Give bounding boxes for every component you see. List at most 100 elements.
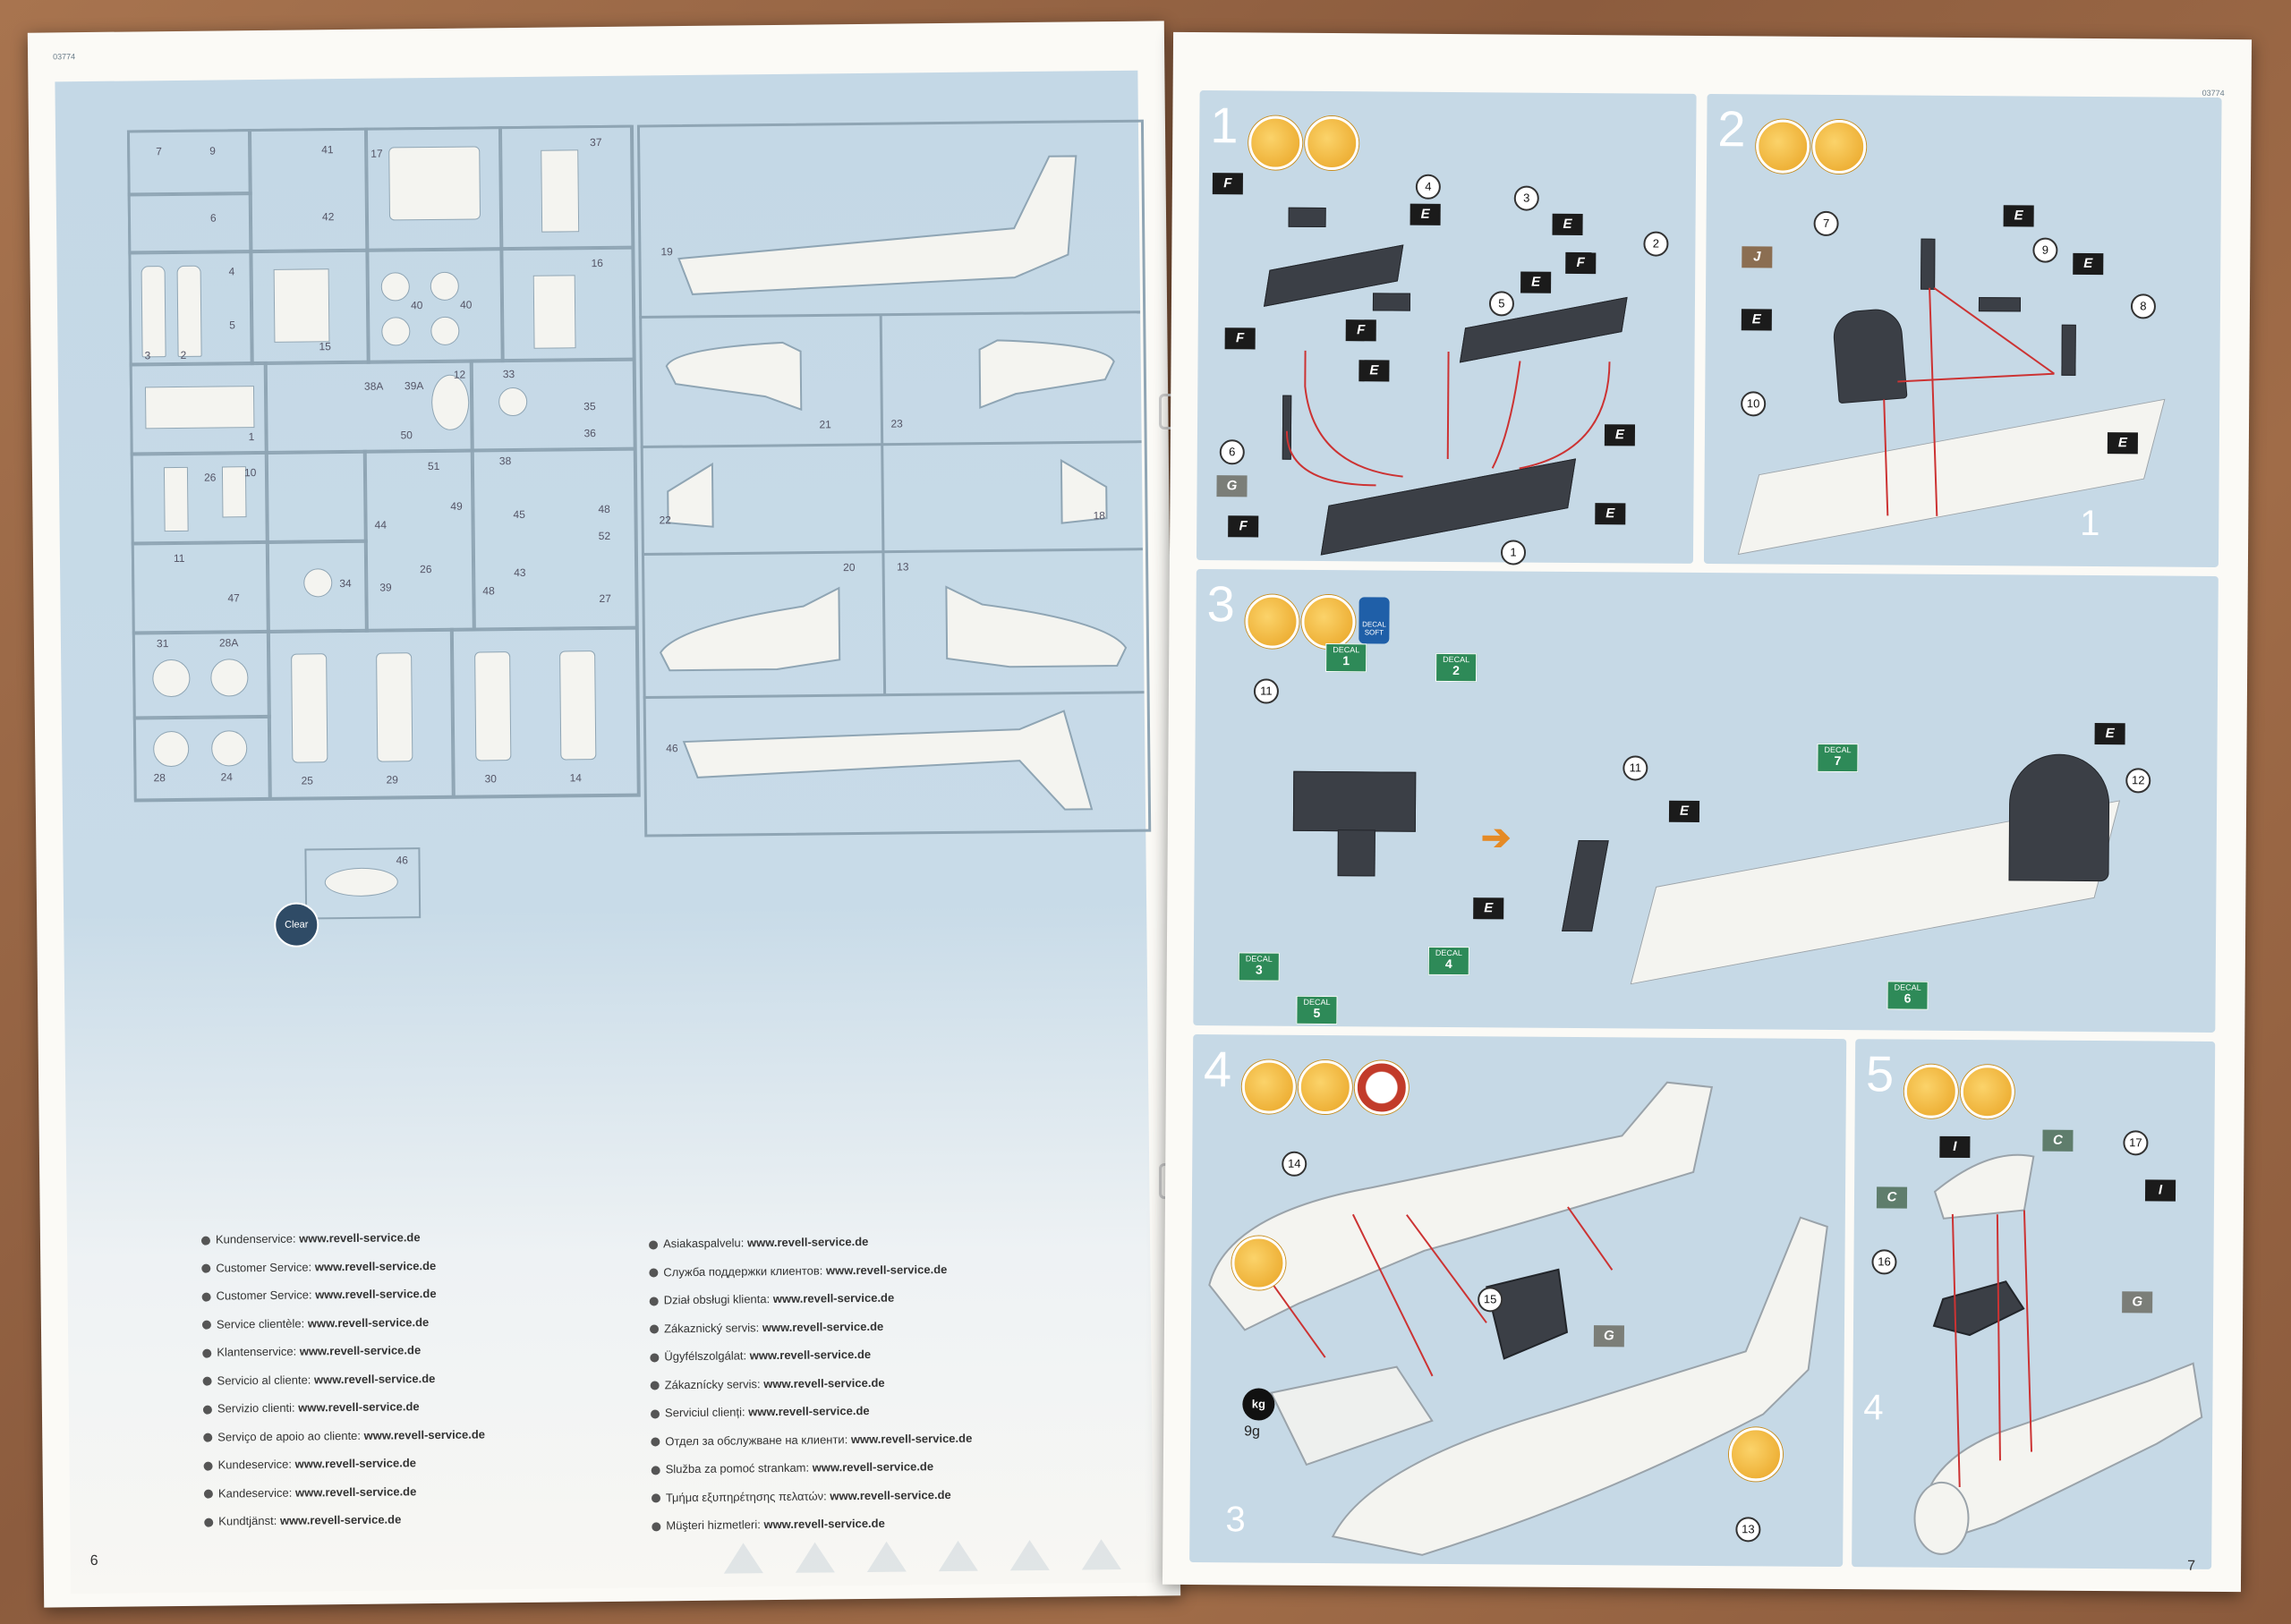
part-callout: 9 <box>2032 237 2058 263</box>
part-callout: 3 <box>1513 185 1539 211</box>
part-number: 21 <box>819 418 831 431</box>
part-callout: 4 <box>1415 174 1441 200</box>
color-flag: E <box>1604 424 1636 446</box>
flag-icon <box>202 1348 212 1358</box>
flag-icon <box>649 1324 660 1334</box>
part-number: 22 <box>659 514 671 527</box>
decal-soft-bottle-icon: DECAL SOFT <box>1358 597 1390 644</box>
step-1-panel: 1 4 3 2 5 6 1 F E E F F F E E E E G F <box>1196 90 1697 565</box>
part-callout: 11 <box>1622 755 1648 781</box>
color-flag: F <box>1224 327 1256 350</box>
color-flag: E <box>2003 205 2034 227</box>
sanding-icon <box>1231 1236 1286 1290</box>
arrow-right-icon: ➔ <box>1480 818 1512 858</box>
flag-icon <box>649 1268 659 1278</box>
ghost-part-number: 1 <box>2080 503 2100 544</box>
sprue-cell: 15 <box>249 248 370 366</box>
ghost-part-number: 3 <box>1225 1500 1246 1540</box>
color-flag: E <box>2107 432 2138 455</box>
part-12-bulkhead <box>2008 753 2110 882</box>
flag-icon <box>651 1493 661 1503</box>
color-flag: G <box>1593 1325 1624 1348</box>
sprue-cell: 16 <box>499 245 634 363</box>
flag-icon <box>201 1292 211 1302</box>
flag-icon <box>201 1320 212 1330</box>
flag-icon <box>200 1236 211 1246</box>
fuselage-drawing <box>1208 1081 1828 1556</box>
sprue-cell: 37 <box>498 124 634 251</box>
instrument-panel-lower <box>1337 829 1375 877</box>
sprue-cell: 34 <box>265 539 369 633</box>
instrument-panel <box>1292 770 1417 832</box>
part-number: 13 <box>897 560 909 574</box>
part-callout: 1 <box>1500 540 1527 565</box>
right-page: 03774 1 4 3 2 5 6 1 F E E F F F E E E E <box>1162 31 2253 1593</box>
flag-icon <box>203 1489 213 1499</box>
part-number: 23 <box>890 417 903 430</box>
sprue-large-parts-drawing <box>639 155 1145 811</box>
sprue-cell <box>264 449 368 544</box>
flag-icon <box>649 1296 659 1306</box>
part-callout: 14 <box>1282 1151 1307 1177</box>
part-callout: 5 <box>1488 291 1515 317</box>
step-2-arrows <box>1883 286 2056 516</box>
flag-icon <box>203 1461 213 1471</box>
customer-service-list-2: Asiakaspalvelu: www.revell-service.de Сл… <box>648 1227 974 1540</box>
sprue-cell: 1 <box>129 361 268 456</box>
part-callout: 2 <box>1643 231 1669 257</box>
step-5-panel: 5 17 16 I C C I G 4 <box>1852 1039 2216 1569</box>
sprue-cell: 6 <box>127 191 253 255</box>
part-callout: 12 <box>2125 768 2151 794</box>
step-4-panel: 4 14 15 13 G kg 9g 3 <box>1189 1033 1847 1568</box>
part-number: 46 <box>666 742 678 755</box>
part-number: 19 <box>660 245 673 259</box>
part-callout: 16 <box>1871 1249 1897 1275</box>
step-1-arrows <box>1285 350 1611 487</box>
page-number: 7 <box>2187 1558 2196 1574</box>
flag-icon <box>650 1408 660 1419</box>
flag-icon <box>650 1352 660 1363</box>
color-flag: E <box>2094 723 2125 745</box>
weight-value: 9g <box>1244 1424 1261 1440</box>
color-flag: E <box>1552 213 1583 236</box>
weight-icon: kg <box>1242 1388 1275 1421</box>
paint-brush-icon <box>1301 594 1356 650</box>
color-flag: E <box>1520 271 1552 293</box>
part-callout: 17 <box>2123 1130 2149 1156</box>
color-flag: G <box>2122 1291 2153 1314</box>
flag-icon <box>202 1376 212 1386</box>
customer-service-list-1: Kundenservice: www.revell-service.de Cus… <box>200 1222 486 1535</box>
color-flag: J <box>1742 246 1773 268</box>
part-callout: 13 <box>1735 1517 1761 1543</box>
color-flag: C <box>2042 1129 2074 1152</box>
flag-icon <box>203 1433 213 1442</box>
step-2-panel: 2 7 9 8 10 E E J E E 1 <box>1703 93 2222 567</box>
page-code: 03774 <box>53 52 76 62</box>
color-flag: E <box>1741 309 1772 331</box>
color-flag: F <box>1565 251 1597 275</box>
color-flag: E <box>2073 252 2104 276</box>
flag-icon <box>648 1239 659 1250</box>
color-flag: F <box>1212 173 1243 195</box>
part-callout: 6 <box>1219 439 1245 465</box>
color-flag: F <box>1345 319 1376 342</box>
part-number: 20 <box>843 561 856 574</box>
flag-icon <box>201 1263 211 1273</box>
